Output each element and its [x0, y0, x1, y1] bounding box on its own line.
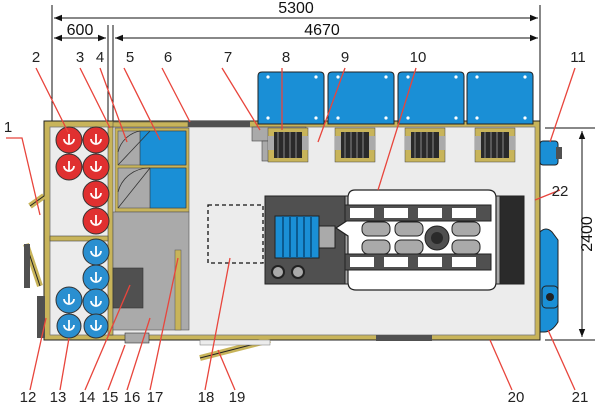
- callout-labels: 1 2 3 4 5 6 7 8 9 10 11 22 12 13 14 15 1…: [4, 49, 589, 406]
- compressor-block: [334, 189, 497, 291]
- callout-2: 2: [32, 49, 40, 66]
- dimension-width: 2400: [579, 216, 596, 252]
- callout-6: 6: [164, 49, 172, 66]
- dimension-total-length: 5300: [278, 0, 314, 17]
- leader-lines: [6, 67, 576, 391]
- callout-7: 7: [224, 49, 232, 66]
- cylinder-rack-divider: [49, 235, 109, 242]
- red-cylinders: [55, 126, 110, 235]
- callout-11: 11: [570, 49, 586, 66]
- callout-1: 1: [4, 119, 12, 136]
- dimension-inner-length: 4670: [304, 22, 340, 39]
- roof-units: [257, 71, 534, 125]
- callout-3: 3: [76, 49, 84, 66]
- rear-step: [37, 296, 45, 338]
- electric-motor: [274, 215, 336, 259]
- wall-units: [251, 126, 516, 163]
- dashed-service-area: [207, 204, 264, 264]
- callout-9: 9: [341, 49, 349, 66]
- dimension-cabin-length: 600: [67, 22, 94, 39]
- floor-hatch: [376, 335, 432, 341]
- callout-22: 22: [552, 183, 569, 200]
- shelf-rail: [112, 121, 189, 128]
- side-unit-upper: [539, 140, 562, 166]
- callout-17: 17: [147, 389, 164, 406]
- callout-5: 5: [126, 49, 134, 66]
- callout-16: 16: [124, 389, 141, 406]
- callout-20: 20: [508, 389, 525, 406]
- entrance-door: [23, 193, 46, 288]
- callout-8: 8: [282, 49, 290, 66]
- callout-12: 12: [20, 389, 37, 406]
- side-unit-lower: [539, 228, 559, 333]
- callout-13: 13: [50, 389, 67, 406]
- side-door: [199, 337, 271, 361]
- callout-18: 18: [198, 389, 215, 406]
- callout-14: 14: [79, 389, 96, 406]
- callout-10: 10: [410, 49, 427, 66]
- callout-4: 4: [96, 49, 104, 66]
- callout-15: 15: [102, 389, 119, 406]
- lower-cabinet: [112, 211, 190, 344]
- pump-assembly: [264, 189, 525, 291]
- upper-cabinet: [114, 127, 190, 213]
- dimension-lines: [51, 5, 595, 341]
- callout-21: 21: [572, 389, 589, 406]
- wall-vent: [188, 121, 250, 127]
- callout-19: 19: [229, 389, 246, 406]
- blue-cylinders: [55, 238, 110, 339]
